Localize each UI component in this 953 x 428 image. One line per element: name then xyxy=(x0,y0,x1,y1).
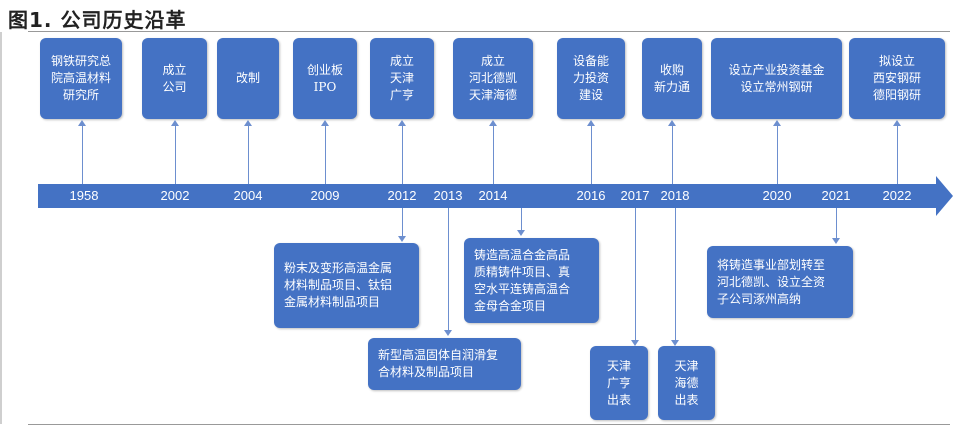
connector-2014-top xyxy=(493,126,494,184)
year-2004: 2004 xyxy=(233,188,263,203)
arrowhead-2022-top xyxy=(893,120,901,126)
year-1958: 1958 xyxy=(69,188,99,203)
connector-2020-top xyxy=(777,126,778,184)
event-box-2018-top: 收购 新力通 xyxy=(642,38,702,119)
event-box-2012-top: 成立 天津 广亨 xyxy=(370,38,434,119)
event-box-2016-top: 设备能 力投资 建设 xyxy=(557,38,625,119)
arrowhead-2004 xyxy=(244,120,252,126)
event-box-1958: 钢铁研究总 院高温材料 研究所 xyxy=(40,38,122,119)
connector-2022-top xyxy=(897,126,898,184)
bottom-rule xyxy=(28,424,950,425)
connector-2018-bottom xyxy=(675,208,676,342)
figure-title: 图1. 公司历史沿革 xyxy=(8,8,187,32)
arrowhead-2014-bottom xyxy=(517,230,525,236)
year-2022: 2022 xyxy=(882,188,912,203)
event-box-2002: 成立 公司 xyxy=(142,38,207,119)
event-box-2020-top: 设立产业投资基金 设立常州钢研 xyxy=(711,38,842,119)
arrowhead-2018-bottom xyxy=(671,340,679,346)
event-box-2018-bottom: 天津 海德 出表 xyxy=(658,346,715,420)
arrowhead-2021-bottom xyxy=(832,238,840,244)
connector-2012-top xyxy=(402,126,403,184)
event-box-2017-bottom: 天津 广亨 出表 xyxy=(590,346,648,420)
year-2016: 2016 xyxy=(576,188,606,203)
year-2014: 2014 xyxy=(478,188,508,203)
year-2020: 2020 xyxy=(762,188,792,203)
arrowhead-2014-top xyxy=(489,120,497,126)
connector-2012-bottom xyxy=(402,208,403,238)
event-box-2022-top: 拟设立 西安钢研 德阳钢研 xyxy=(849,38,945,119)
connector-2018-top xyxy=(672,126,673,184)
year-2017: 2017 xyxy=(620,188,650,203)
connector-2004 xyxy=(248,126,249,184)
timeline-axis xyxy=(38,184,936,208)
connector-2002 xyxy=(175,126,176,184)
connector-2013-bottom xyxy=(448,208,449,332)
connector-2021-bottom xyxy=(836,208,837,240)
arrowhead-2012-bottom xyxy=(398,236,406,242)
arrowhead-2009 xyxy=(321,120,329,126)
arrowhead-1958 xyxy=(78,120,86,126)
arrowhead-2002 xyxy=(171,120,179,126)
timeline-arrow-head xyxy=(936,176,953,216)
connector-1958 xyxy=(82,126,83,184)
year-2002: 2002 xyxy=(160,188,190,203)
connector-2017-bottom xyxy=(635,208,636,342)
event-box-2014-bottom: 铸造高温合金高品 质精铸件项目、真 空水平连铸高温合 金母合金项目 xyxy=(464,238,599,323)
arrowhead-2018-top xyxy=(668,120,676,126)
year-2013: 2013 xyxy=(433,188,463,203)
event-box-2004: 改制 xyxy=(217,38,279,119)
event-box-2021-bottom: 将铸造事业部划转至 河北德凯、设立全资 子公司涿州高纳 xyxy=(707,246,853,318)
event-box-2014-top: 成立 河北德凯 天津海德 xyxy=(453,38,533,119)
left-border xyxy=(0,32,2,424)
year-2012: 2012 xyxy=(387,188,417,203)
arrowhead-2012-top xyxy=(398,120,406,126)
year-2018: 2018 xyxy=(660,188,690,203)
top-rule xyxy=(28,31,950,32)
event-box-2012-bottom: 粉末及变形高温金属 材料制品项目、钛铝 金属材料制品项目 xyxy=(274,243,419,328)
year-2009: 2009 xyxy=(310,188,340,203)
connector-2016-top xyxy=(591,126,592,184)
arrowhead-2016-top xyxy=(587,120,595,126)
arrowhead-2013-bottom xyxy=(444,330,452,336)
connector-2014-bottom xyxy=(521,208,522,232)
event-box-2009: 创业板 IPO xyxy=(293,38,357,119)
connector-2009 xyxy=(325,126,326,184)
arrowhead-2020-top xyxy=(773,120,781,126)
year-2021: 2021 xyxy=(821,188,851,203)
event-box-2013-bottom: 新型高温固体自润滑复 合材料及制品项目 xyxy=(368,338,521,390)
arrowhead-2017-bottom xyxy=(631,340,639,346)
